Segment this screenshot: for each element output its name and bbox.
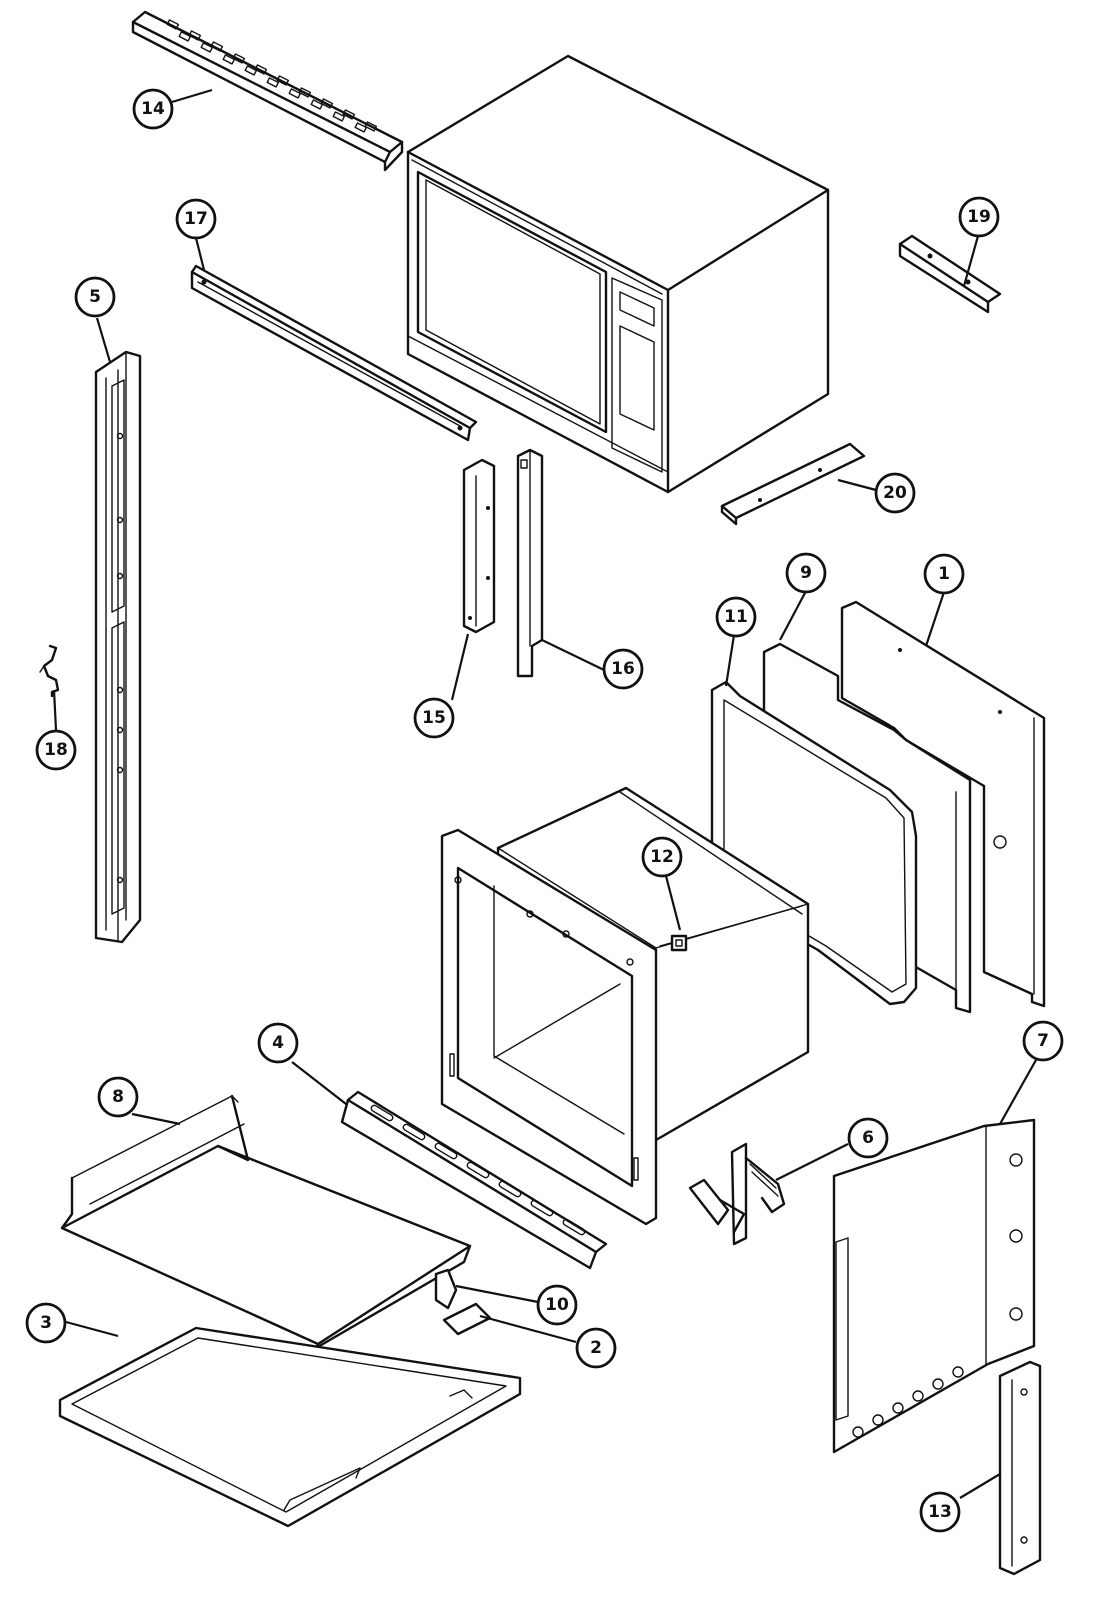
svg-text:15: 15 (422, 708, 446, 728)
callout-18: 18 (35, 729, 77, 771)
callout-4: 4 (257, 1022, 299, 1064)
part-10-bracket (434, 1268, 458, 1310)
callout-12: 12 (641, 836, 683, 878)
callout-10: 10 (536, 1284, 578, 1326)
callout-2: 2 (575, 1327, 617, 1369)
svg-text:12: 12 (650, 847, 674, 867)
part-6-hinge (688, 1142, 786, 1246)
callout-8: 8 (97, 1076, 139, 1118)
callout-16: 16 (602, 648, 644, 690)
part-12-plug (670, 934, 688, 952)
svg-text:3: 3 (40, 1313, 52, 1333)
svg-text:19: 19 (967, 207, 991, 227)
svg-text:1: 1 (938, 564, 950, 584)
svg-text:6: 6 (862, 1128, 874, 1148)
svg-text:5: 5 (89, 287, 101, 307)
callout-7: 7 (1022, 1020, 1064, 1062)
callout-20: 20 (874, 472, 916, 514)
svg-text:17: 17 (184, 209, 208, 229)
svg-text:18: 18 (44, 740, 68, 760)
microwave-unit (406, 54, 830, 494)
svg-text:4: 4 (272, 1033, 284, 1053)
part-20-flat-plate (720, 442, 866, 526)
part-3-bottom-pan (58, 1326, 522, 1528)
callout-3: 3 (25, 1302, 67, 1344)
part-16-channel (516, 448, 544, 678)
part-19-small-bracket (898, 234, 1002, 314)
leader-lines (52, 88, 1037, 1499)
svg-text:11: 11 (724, 607, 748, 627)
part-5-side-trim (94, 350, 142, 944)
oven-cavity (440, 786, 810, 1226)
part-4-slotted-rail (340, 1090, 608, 1270)
callout-9: 9 (785, 552, 827, 594)
part-15-channel (462, 458, 496, 634)
callout-17: 17 (175, 198, 217, 240)
callout-13: 13 (919, 1491, 961, 1533)
callout-15: 15 (413, 697, 455, 739)
svg-text:2: 2 (590, 1338, 602, 1358)
callout-1: 1 (923, 553, 965, 595)
svg-text:16: 16 (611, 659, 635, 679)
part-17-angle-rail (190, 264, 478, 442)
part-18-clip (39, 644, 60, 698)
svg-text:14: 14 (141, 99, 165, 119)
svg-text:7: 7 (1037, 1031, 1049, 1051)
part-8-tray (60, 1094, 472, 1350)
part-13-strip (998, 1360, 1042, 1576)
part-7-side-panel (832, 1118, 1036, 1454)
part-1-rear-panel (840, 600, 1046, 1008)
callout-11: 11 (715, 596, 757, 638)
svg-text:13: 13 (928, 1502, 952, 1522)
part-14-top-vent-bracket (131, 10, 404, 172)
callout-6: 6 (847, 1117, 889, 1159)
svg-text:20: 20 (883, 483, 907, 503)
svg-text:9: 9 (800, 563, 812, 583)
part-2-connector (442, 1302, 492, 1336)
callout-5: 5 (74, 276, 116, 318)
callout-14: 14 (132, 88, 174, 130)
svg-text:8: 8 (112, 1087, 124, 1107)
svg-text:10: 10 (545, 1295, 569, 1315)
callout-19: 19 (958, 196, 1000, 238)
